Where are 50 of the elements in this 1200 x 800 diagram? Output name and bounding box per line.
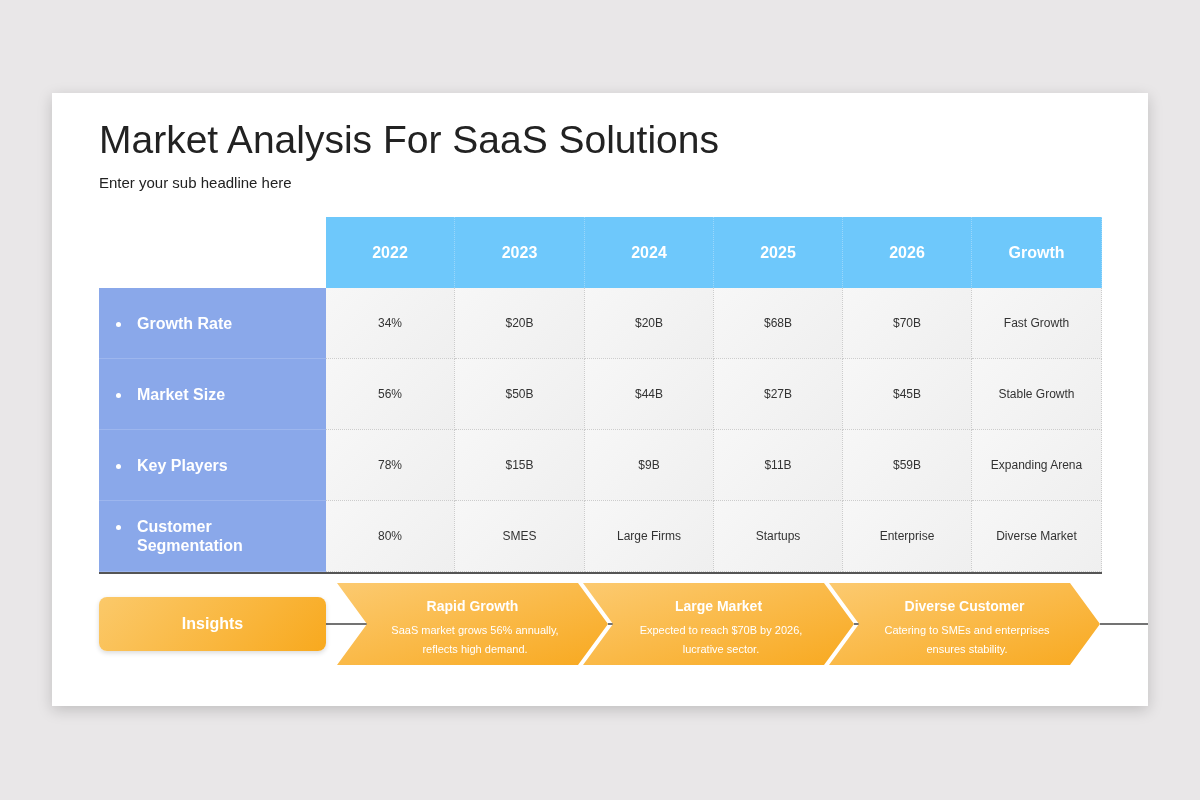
- table-value: Large Firms: [585, 501, 714, 572]
- column-header: Growth: [972, 217, 1102, 288]
- row-header: Market Size: [137, 384, 227, 404]
- row-header: Key Players: [137, 455, 229, 475]
- row-header: Customer Segmentation: [137, 517, 244, 555]
- table-value: $45B: [843, 359, 972, 430]
- table-value: $27B: [714, 359, 843, 430]
- column-header: 2025: [714, 217, 843, 288]
- table-value: Startups: [714, 501, 843, 572]
- table-value: $44B: [585, 359, 714, 430]
- table-value: SMES: [455, 501, 585, 572]
- table-value: Enterprise: [843, 501, 972, 572]
- table-value: $11B: [714, 430, 843, 501]
- chevron-heading: Diverse Customer: [903, 598, 1026, 614]
- subheadline: Enter your sub headline here: [99, 174, 292, 191]
- chevron-description: Catering to SMEs and enterprises ensures stability.: [883, 623, 1051, 657]
- table-value: 80%: [326, 501, 455, 572]
- column-header: 2024: [585, 217, 714, 288]
- chevron-shape: [829, 583, 1100, 665]
- table-value: Expanding Arena: [972, 430, 1102, 501]
- connector-line: [325, 623, 368, 625]
- table-value: 56%: [326, 359, 455, 430]
- table-value: $9B: [585, 430, 714, 501]
- table-value: $50B: [455, 359, 585, 430]
- column-header: 2023: [455, 217, 585, 288]
- chevron-description: SaaS market grows 56% annually, reflects high demand.: [390, 623, 560, 657]
- row-header: Growth Rate: [137, 313, 234, 333]
- chevron-description: Expected to reach $70B by 2026, lucrative sector.: [638, 623, 804, 657]
- table-value: $59B: [843, 430, 972, 501]
- chevron-shape: [337, 583, 608, 665]
- chevron-shape: [583, 583, 854, 665]
- slide-title: Market Analysis For SaaS Solutions: [99, 118, 719, 162]
- table-value: $20B: [585, 288, 714, 359]
- column-header: 2026: [843, 217, 972, 288]
- table-value: 78%: [326, 430, 455, 501]
- table-value: $70B: [843, 288, 972, 359]
- table-value: 34%: [326, 288, 455, 359]
- table-value: $15B: [455, 430, 585, 501]
- insights-box: Insights: [99, 597, 326, 651]
- table-value: $68B: [714, 288, 843, 359]
- column-header: 2022: [326, 217, 455, 288]
- connector-line: [607, 623, 614, 625]
- chevron-heading: Rapid Growth: [425, 598, 520, 614]
- table-value: Fast Growth: [972, 288, 1102, 359]
- connector-line: [1099, 623, 1149, 625]
- chevron-heading: Large Market: [673, 598, 764, 614]
- table-value: Diverse Market: [972, 501, 1102, 572]
- table-value: Stable Growth: [972, 359, 1102, 430]
- connector-line: [853, 623, 860, 625]
- table-value: $20B: [455, 288, 585, 359]
